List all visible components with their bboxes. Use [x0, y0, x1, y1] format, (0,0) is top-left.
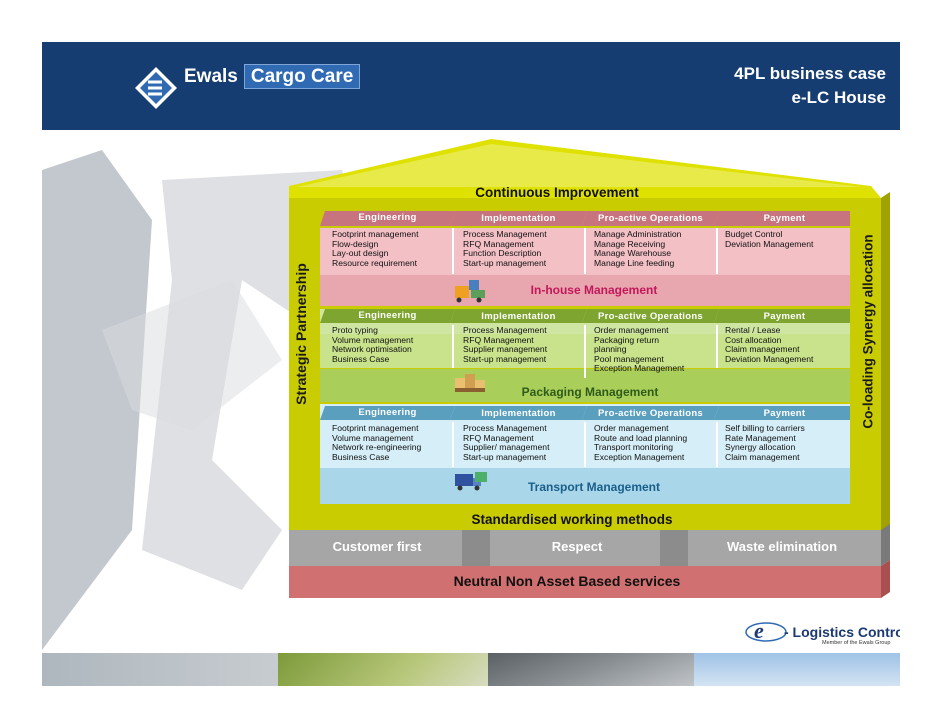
- column-header-engineering: Engineering: [358, 212, 417, 223]
- brand-name-right: Cargo Care: [243, 64, 361, 89]
- column-header-proactive: Pro-active Operations: [597, 213, 704, 224]
- packaging-payment-cell: Rental / Lease Cost allocation Claim man…: [725, 325, 814, 364]
- foundation-label: Neutral Non Asset Based services: [453, 573, 681, 589]
- foundation-band: [289, 566, 881, 598]
- truck-icon: [455, 472, 487, 491]
- column-header-proactive: Pro-active Operations: [597, 311, 704, 322]
- column-header-implementation: Implementation: [481, 311, 556, 322]
- slide-title: 4PL business case e-LC House: [734, 62, 886, 110]
- brand-name-left: Ewals: [184, 66, 238, 87]
- column-header-payment: Payment: [763, 311, 806, 322]
- pallet-icon: [455, 374, 485, 392]
- roof-title: Continuous Improvement: [475, 185, 639, 200]
- photo-strip-2: [278, 653, 488, 686]
- svg-text:e: e: [754, 618, 764, 643]
- inhouse-payment-cell: Budget Control Deviation Management: [725, 229, 814, 249]
- inhouse-engineering-cell: Footprint management Flow-design Lay-out…: [332, 229, 419, 268]
- forklift-icon: [455, 280, 485, 303]
- pillars-band: [289, 530, 881, 566]
- pillar-waste-elimination: Waste elimination: [726, 539, 838, 554]
- column-header-engineering: Engineering: [358, 310, 417, 321]
- right-wall: [850, 198, 881, 532]
- column-header-payment: Payment: [763, 213, 806, 224]
- column-header-implementation: Implementation: [481, 213, 556, 224]
- pillar-respect: Respect: [551, 539, 603, 554]
- side-label-right: Co-loading Synergy allocation: [860, 234, 876, 429]
- column-header-implementation: Implementation: [481, 408, 556, 419]
- house-diagram: [289, 139, 890, 598]
- band-title-packaging: Packaging Management: [521, 385, 659, 399]
- base-title: Standardised working methods: [471, 512, 673, 527]
- packaging-engineering-cell: Proto typing Volume management Network o…: [332, 325, 414, 364]
- ewals-logo-icon: [135, 67, 177, 109]
- photo-strip-4: [694, 653, 900, 686]
- photo-strip-1: [42, 653, 278, 686]
- title-line-1: 4PL business case: [734, 64, 886, 83]
- column-header-engineering: Engineering: [358, 407, 417, 418]
- transport-engineering-cell: Footprint management Volume management N…: [332, 423, 422, 462]
- photo-strip-3: [488, 653, 694, 686]
- band-title-transport: Transport Management: [527, 480, 661, 494]
- left-wall: [289, 198, 320, 532]
- transport-implementation-cell: Process Management RFQ Management Suppli…: [463, 423, 550, 462]
- column-header-payment: Payment: [763, 408, 806, 419]
- title-line-2: e-LC House: [791, 88, 886, 107]
- inhouse-proactive-cell: Manage Administration Manage Receiving M…: [594, 229, 682, 268]
- packaging-proactive-cell: Order management Packaging return planni…: [594, 325, 685, 374]
- elc-logo-text: - Logistics Control: [784, 624, 900, 640]
- elc-logo-subtitle: Member of the Ewals Group: [822, 640, 891, 646]
- elc-logo-icon: e: [745, 618, 787, 643]
- packaging-implementation-cell: Process Management RFQ Management Suppli…: [463, 325, 548, 364]
- transport-payment-cell: Self billing to carriers Rate Management…: [725, 423, 805, 462]
- transport-proactive-cell: Order management Route and load planning…: [594, 423, 688, 462]
- side-label-left: Strategic Partnership: [293, 263, 309, 405]
- band-title-inhouse: In-house Management: [530, 283, 658, 297]
- pillar-customer-first: Customer first: [332, 539, 422, 554]
- inhouse-implementation-cell: Process Management RFQ Management Functi…: [463, 229, 547, 268]
- column-header-proactive: Pro-active Operations: [597, 408, 704, 419]
